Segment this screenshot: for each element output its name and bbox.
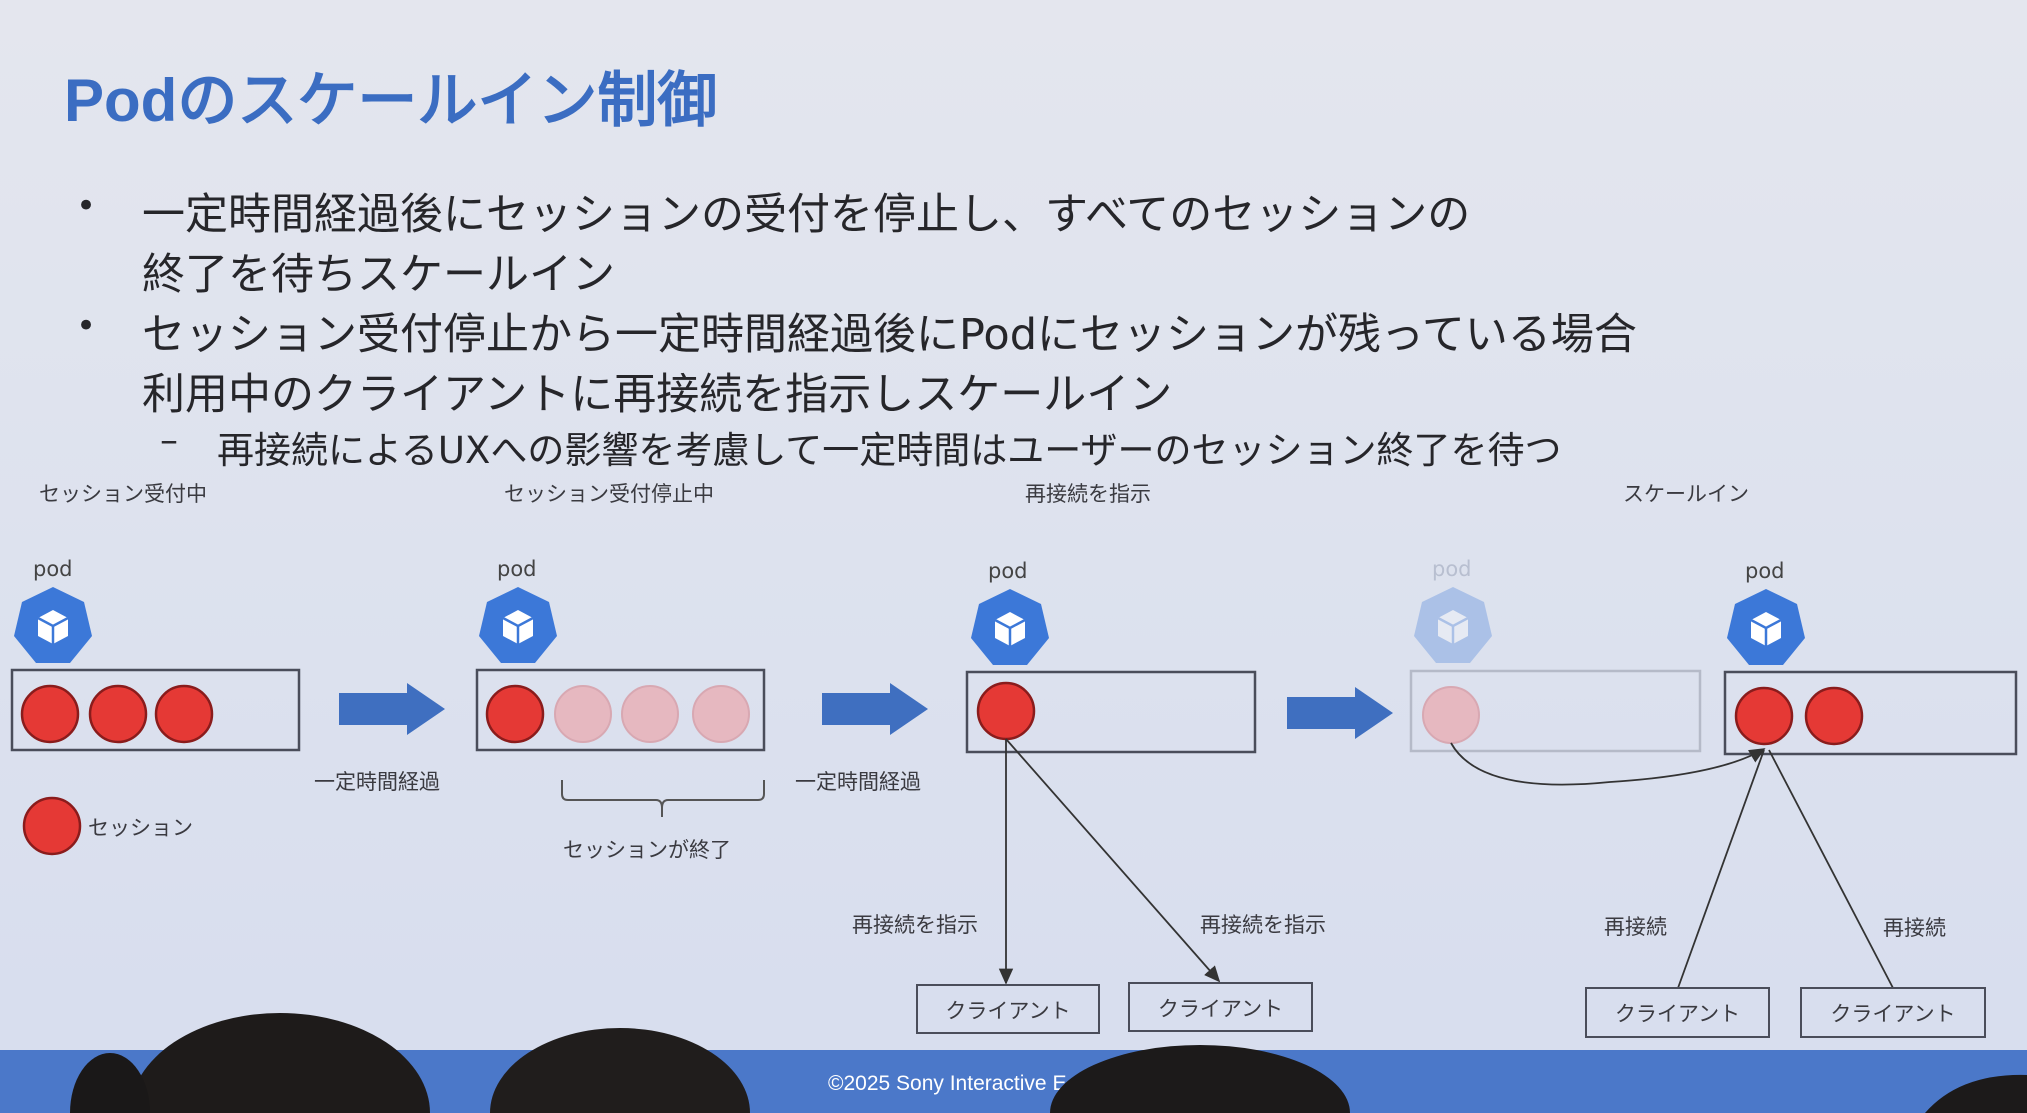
pod-icon bbox=[477, 585, 559, 665]
reconnect-line bbox=[1677, 749, 1765, 989]
pod-box bbox=[1723, 670, 2018, 756]
instruct-label: 再接続を指示 bbox=[1200, 913, 1326, 937]
brace bbox=[561, 780, 765, 817]
ended-session-circle bbox=[621, 685, 679, 743]
stage-label-stopped: セッション受付停止中 bbox=[504, 482, 714, 506]
session-circle bbox=[1734, 686, 1794, 746]
arrow-right-icon bbox=[339, 683, 445, 735]
bullet-1-line-1: 一定時間経過後にセッションの受付を停止し、すべてのセッションの bbox=[142, 190, 1471, 240]
session-circle bbox=[1804, 686, 1864, 746]
client-label: クライアント bbox=[1830, 1002, 1956, 1026]
bullet-marker: • bbox=[76, 186, 97, 226]
pod-label-faded: pod bbox=[1432, 557, 1472, 581]
stage-label-instruct: 再接続を指示 bbox=[1025, 482, 1151, 506]
pod-label: pod bbox=[988, 559, 1028, 583]
sessions-ended-label: セッションが終了 bbox=[563, 838, 731, 862]
pod-box-faded bbox=[1409, 669, 1702, 753]
slide-title: Podのスケールイン制御 bbox=[64, 67, 718, 134]
pod-box bbox=[475, 668, 766, 752]
sub-bullet-marker: – bbox=[160, 420, 178, 461]
legend-session-label: セッション bbox=[88, 816, 193, 840]
stage-label-accepting: セッション受付中 bbox=[39, 482, 207, 506]
pod-icon bbox=[969, 587, 1051, 667]
pod-icon bbox=[12, 585, 94, 665]
arrow-right-icon bbox=[822, 683, 928, 735]
bullet-2-line-2: 利用中のクライアントに再接続を指示しスケールイン bbox=[142, 370, 1173, 420]
ended-session-circle bbox=[554, 685, 612, 743]
pod-label: pod bbox=[497, 557, 537, 581]
migrate-curve bbox=[1450, 742, 1766, 786]
pod-label: pod bbox=[33, 557, 73, 581]
ended-session-circle bbox=[1422, 686, 1480, 744]
arrow-right-icon bbox=[1287, 687, 1393, 739]
stage-label-scalein: スケールイン bbox=[1623, 482, 1749, 506]
client-box bbox=[916, 984, 1100, 1034]
instruct-line bbox=[1005, 738, 1221, 983]
bullet-1-line-2: 終了を待ちスケールイン bbox=[142, 250, 615, 300]
pod-box bbox=[10, 668, 301, 752]
pod-box bbox=[965, 670, 1257, 754]
footer-copyright: ©2025 Sony Interactive E bbox=[828, 1072, 1067, 1095]
pod-icon bbox=[1725, 587, 1807, 667]
pod-icon-faded bbox=[1412, 585, 1494, 665]
client-box bbox=[1128, 982, 1313, 1032]
client-box bbox=[1585, 987, 1770, 1038]
pod-label: pod bbox=[1745, 559, 1785, 583]
reconnect-label: 再接続 bbox=[1604, 915, 1667, 939]
session-circle bbox=[88, 684, 148, 744]
session-circle bbox=[485, 684, 545, 744]
session-circle bbox=[976, 681, 1036, 741]
elapsed-label: 一定時間経過 bbox=[314, 770, 440, 794]
instruct-label: 再接続を指示 bbox=[852, 913, 978, 937]
reconnect-label: 再接続 bbox=[1883, 916, 1946, 940]
legend-session-circle bbox=[22, 796, 82, 856]
ended-session-circle bbox=[692, 685, 750, 743]
session-circle bbox=[20, 684, 80, 744]
sub-bullet: 再接続によるUXへの影響を考慮して一定時間はユーザーのセッション終了を待つ bbox=[217, 429, 1562, 472]
client-box bbox=[1800, 987, 1986, 1038]
reconnect-line bbox=[1768, 749, 1894, 989]
client-label: クライアント bbox=[1614, 1002, 1741, 1026]
client-label: クライアント bbox=[1157, 997, 1284, 1021]
session-circle bbox=[154, 684, 214, 744]
bullet-2-line-1: セッション受付停止から一定時間経過後にPodにセッションが残っている場合 bbox=[142, 310, 1637, 360]
bullet-marker: • bbox=[76, 306, 97, 346]
elapsed-label: 一定時間経過 bbox=[795, 770, 921, 794]
client-label: クライアント bbox=[945, 999, 1071, 1023]
